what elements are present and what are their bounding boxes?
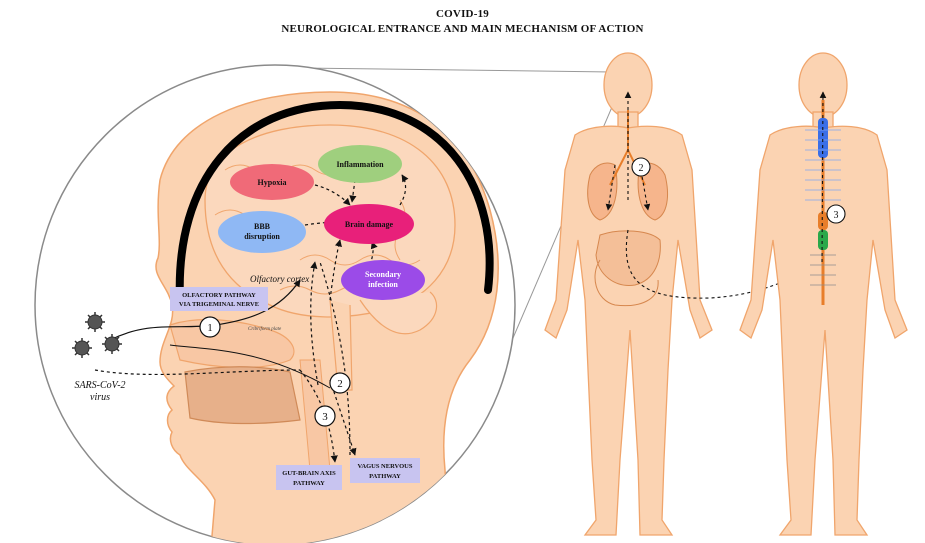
brain-damage-node: Brain damage xyxy=(324,204,414,244)
olfactory-pathway-line1: OLFACTORY PATHWAY xyxy=(182,292,256,299)
olfactory-cortex-label: Olfactory cortex xyxy=(250,274,309,284)
zoom-connector-top xyxy=(300,68,612,72)
vagus-pathway-line2: PATHWAY xyxy=(369,473,401,480)
hypoxia-label: Hypoxia xyxy=(258,178,287,187)
gut-brain-pathway-box: GUT-BRAIN AXIS PATHWAY xyxy=(276,465,342,490)
virus-label-line2: virus xyxy=(90,392,110,403)
secondary-infection-node: Secondary infection xyxy=(341,260,425,300)
marker-1: 1 xyxy=(200,317,220,337)
vagus-pathway-line1: VAGUS NERVOUS xyxy=(358,463,413,470)
secondary-label-line2: infection xyxy=(368,280,398,289)
brain-damage-label: Brain damage xyxy=(345,220,394,229)
svg-text:2: 2 xyxy=(337,378,343,390)
virus-icon xyxy=(102,334,122,354)
body-marker-3: 3 xyxy=(827,205,845,223)
svg-text:2: 2 xyxy=(639,163,644,174)
olfactory-pathway-box: OLFACTORY PATHWAY VIA TRIGEMINAL NERVE xyxy=(170,287,268,311)
magnified-head-view xyxy=(35,65,515,543)
inflammation-label: Inflammation xyxy=(336,160,384,169)
virus-label-line1: SARS-CoV-2 xyxy=(74,380,125,391)
svg-text:1: 1 xyxy=(207,322,213,334)
marker-3: 3 xyxy=(315,406,335,426)
gut-pathway-line2: PATHWAY xyxy=(293,480,325,487)
gut-pathway-line1: GUT-BRAIN AXIS xyxy=(282,470,336,477)
body-marker-2: 2 xyxy=(632,158,650,176)
inflammation-node: Inflammation xyxy=(318,145,402,183)
virus-icon xyxy=(72,338,92,358)
svg-text:3: 3 xyxy=(322,411,328,423)
hypoxia-node: Hypoxia xyxy=(230,164,314,200)
oral-cavity xyxy=(185,367,300,424)
virus-icon xyxy=(85,312,105,332)
cribriform-plate-label: Cribriform plate xyxy=(248,327,282,332)
secondary-label-line1: Secondary xyxy=(365,270,401,279)
olfactory-pathway-line2: VIA TRIGEMINAL NERVE xyxy=(179,301,259,308)
marker-2: 2 xyxy=(330,373,350,393)
svg-text:3: 3 xyxy=(834,210,839,221)
vagus-pathway-box: VAGUS NERVOUS PATHWAY xyxy=(350,458,420,483)
bbb-node: BBB disruption xyxy=(218,211,306,253)
bbb-label-line1: BBB xyxy=(254,222,271,231)
bbb-label-line2: disruption xyxy=(244,232,280,241)
